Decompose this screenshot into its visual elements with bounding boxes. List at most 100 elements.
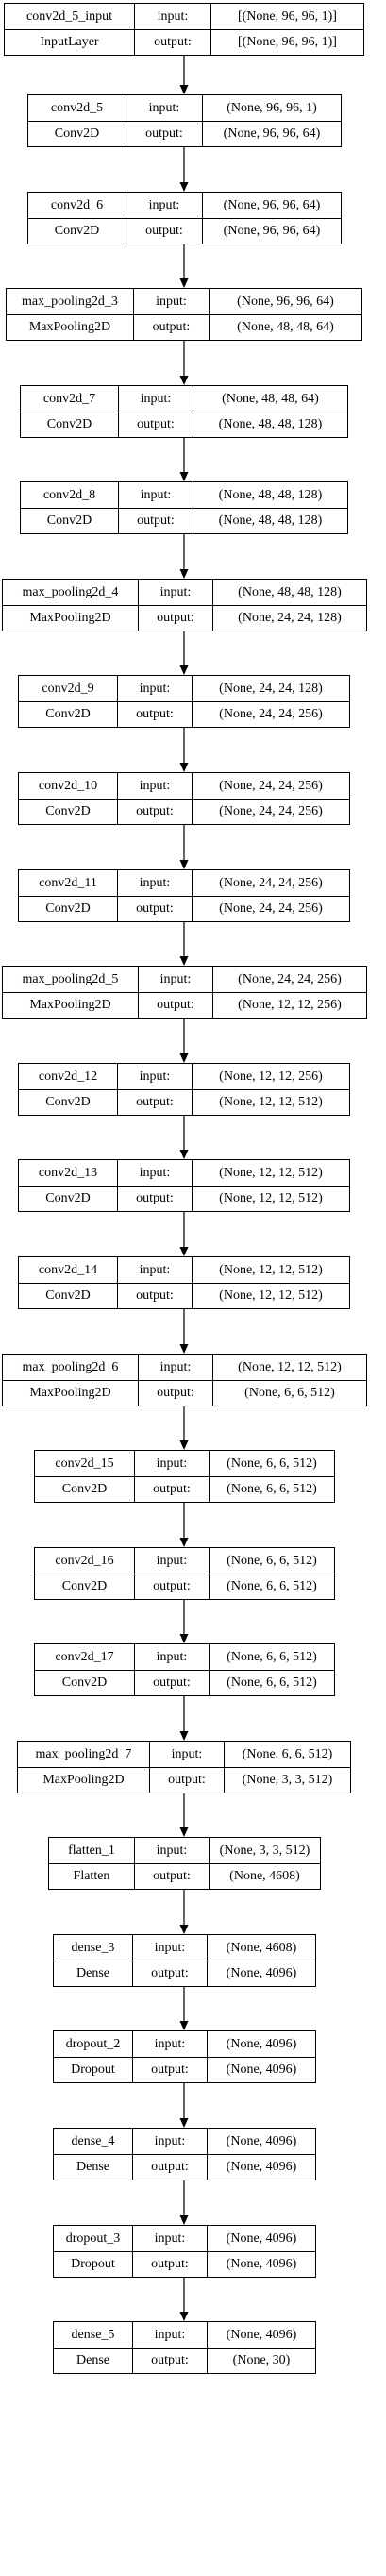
input-label: input: [134, 1644, 209, 1670]
layer-name: flatten_1 [68, 1843, 115, 1858]
output-shape: (None, 3, 3, 512) [224, 1768, 350, 1793]
output-label: output: [134, 1671, 209, 1695]
input-shape: (None, 4096) [207, 2031, 315, 2057]
output-shape: (None, 4608) [209, 1864, 320, 1889]
arrow-head-icon [179, 1440, 189, 1450]
layer-row-output: Conv2D output:(None, 24, 24, 256) [19, 701, 349, 727]
output-label: output: [138, 1381, 212, 1406]
input-label: input: [132, 2031, 207, 2057]
layer-type: MaxPooling2D [29, 998, 111, 1012]
arrow-head-icon [179, 763, 189, 772]
arrow-head-icon [179, 1731, 189, 1741]
layer-name: dropout_2 [65, 2036, 121, 2051]
input-shape: (None, 24, 24, 128) [192, 676, 349, 701]
input-label: input: [117, 676, 192, 701]
layer-name: conv2d_17 [55, 1649, 114, 1664]
output-shape: (None, 24, 24, 256) [192, 702, 349, 727]
input-label: input: [117, 1064, 192, 1089]
arrow-head-icon [179, 182, 189, 192]
output-shape: (None, 48, 48, 128) [193, 509, 347, 533]
layer-type: Conv2D [45, 707, 91, 721]
output-shape: (None, 6, 6, 512) [209, 1477, 334, 1502]
layer-name: conv2d_14 [38, 1262, 98, 1277]
input-shape: (None, 96, 96, 64) [209, 289, 361, 314]
input-label: input: [132, 1935, 207, 1961]
input-shape: (None, 24, 24, 256) [192, 870, 349, 896]
arrow-head-icon [179, 2118, 189, 2128]
input-label: input: [132, 2129, 207, 2154]
input-shape: (None, 6, 6, 512) [209, 1644, 334, 1670]
layer-row-input: dropout_2 input:(None, 4096) [54, 2031, 315, 2057]
arrow-head-icon [179, 278, 189, 288]
layer-type: Conv2D [61, 1482, 108, 1496]
output-label: output: [126, 122, 202, 146]
output-label: output: [118, 412, 193, 437]
arrow-head-icon [179, 2021, 189, 2030]
input-label: input: [134, 1548, 209, 1574]
layer-type: MaxPooling2D [42, 1773, 125, 1787]
layer-type: MaxPooling2D [28, 320, 111, 334]
arrow-head-icon [179, 1925, 189, 1934]
layer-type: Conv2D [61, 1675, 108, 1690]
layer-name: max_pooling2d_4 [22, 584, 119, 599]
output-shape: (None, 6, 6, 512) [212, 1381, 366, 1406]
input-shape: (None, 12, 12, 512) [212, 1355, 366, 1380]
input-shape: (None, 6, 6, 512) [224, 1742, 350, 1767]
output-shape: (None, 30) [207, 2349, 315, 2373]
output-shape: (None, 24, 24, 256) [192, 897, 349, 921]
input-label: input: [138, 1355, 212, 1380]
input-shape: (None, 96, 96, 1) [202, 95, 341, 121]
output-label: output: [117, 897, 192, 921]
output-shape: (None, 4096) [207, 2252, 315, 2277]
input-label: input: [118, 386, 193, 412]
output-shape: (None, 48, 48, 64) [209, 315, 361, 340]
output-label: output: [138, 993, 212, 1018]
input-label: input: [138, 967, 212, 992]
input-label: input: [134, 4, 210, 29]
output-label: output: [132, 2349, 207, 2373]
output-label: output: [138, 606, 212, 631]
arrow-head-icon [179, 1150, 189, 1159]
arrow-head-icon [179, 472, 189, 481]
layer-type: Conv2D [45, 1288, 91, 1303]
output-label: output: [117, 702, 192, 727]
layer-type: Flatten [73, 1869, 110, 1883]
input-label: input: [117, 870, 192, 896]
arrow-head-icon [179, 1827, 189, 1837]
input-label: input: [126, 193, 202, 218]
arrow-head-icon [179, 2312, 189, 2321]
arrow-head-icon [179, 1247, 189, 1256]
input-label: input: [134, 1838, 209, 1863]
input-shape: (None, 24, 24, 256) [192, 773, 349, 799]
input-shape: (None, 48, 48, 64) [193, 386, 347, 412]
output-label: output: [132, 2155, 207, 2180]
